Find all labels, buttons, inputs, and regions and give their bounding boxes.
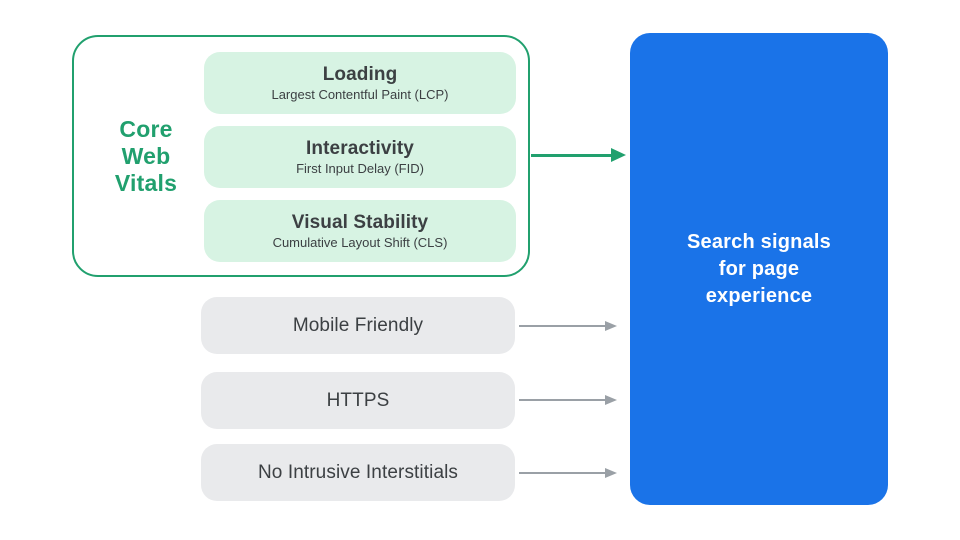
core-web-vitals-label-line: Vitals [114, 169, 178, 196]
metric-visual-stability: Visual Stability Cumulative Layout Shift… [204, 200, 516, 262]
arrow-shaft [531, 153, 613, 157]
arrow-shaft [519, 325, 607, 327]
core-web-vitals-label-line: Core [119, 115, 173, 142]
arrow-shaft [519, 472, 607, 474]
search-signals-label-line: experience [705, 284, 813, 307]
signal-mobile-friendly-label: Mobile Friendly [292, 314, 424, 336]
arrow-head-icon [611, 147, 626, 162]
search-signals-label: Search signals for page experience [687, 229, 831, 310]
core-web-vitals-group: Core Web Vitals Loading Largest Contentf… [72, 35, 530, 277]
arrow-head-icon [605, 467, 617, 478]
metric-interactivity: Interactivity First Input Delay (FID) [204, 126, 516, 188]
arrow-shaft [519, 399, 607, 401]
metric-visual-stability-subtitle: Cumulative Layout Shift (CLS) [272, 235, 448, 250]
core-web-vitals-label: Core Web Vitals [84, 37, 208, 275]
signal-no-intrusive-interstitials: No Intrusive Interstitials [201, 444, 515, 501]
signal-https: HTTPS [201, 372, 515, 429]
search-signals-box: Search signals for page experience [630, 33, 888, 505]
metric-interactivity-subtitle: First Input Delay (FID) [296, 161, 424, 176]
metric-loading: Loading Largest Contentful Paint (LCP) [204, 52, 516, 114]
arrow-head-icon [605, 320, 617, 331]
core-web-vitals-label-line: Web [121, 142, 171, 169]
search-signals-label-line: Search signals [687, 230, 831, 253]
arrow-head-icon [605, 394, 617, 405]
metric-visual-stability-title: Visual Stability [291, 212, 429, 233]
search-signals-label-line: for page [718, 257, 800, 280]
signal-mobile-friendly: Mobile Friendly [201, 297, 515, 354]
metric-interactivity-title: Interactivity [306, 138, 414, 159]
metric-loading-subtitle: Largest Contentful Paint (LCP) [271, 87, 449, 102]
signal-https-label: HTTPS [326, 389, 390, 411]
core-web-vitals-metric-list: Loading Largest Contentful Paint (LCP) I… [204, 52, 516, 262]
signal-no-intrusive-interstitials-label: No Intrusive Interstitials [257, 461, 459, 483]
metric-loading-title: Loading [322, 64, 398, 85]
